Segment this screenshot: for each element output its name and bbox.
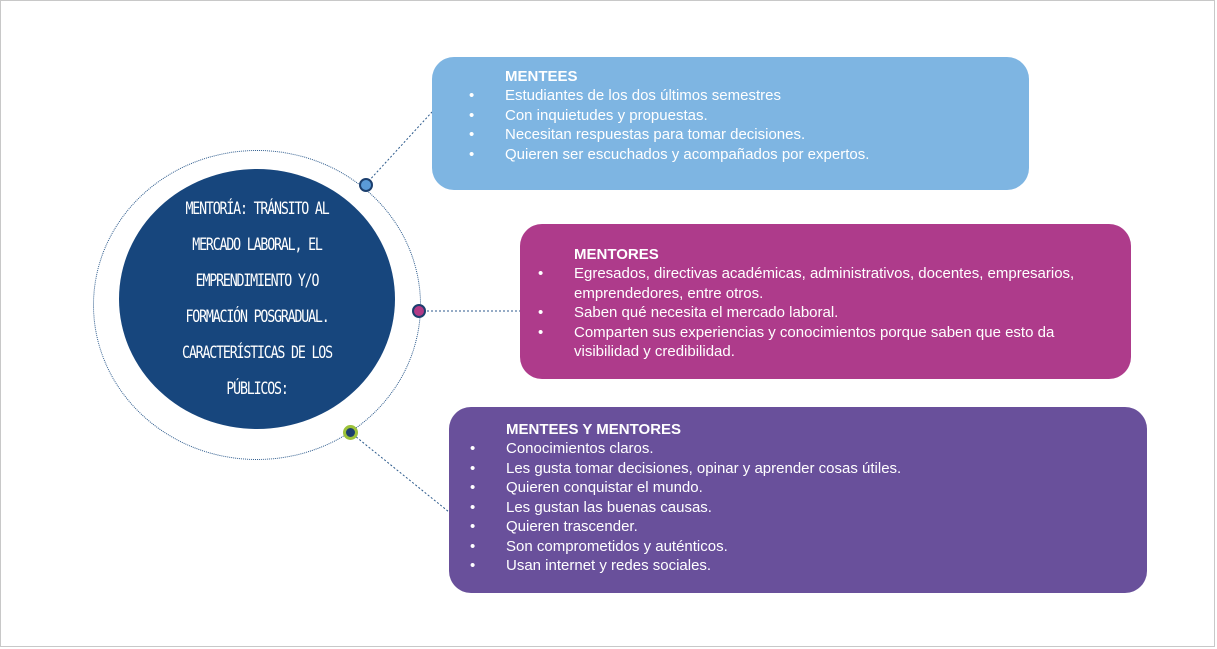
list-item: Saben qué necesita el mercado laboral. xyxy=(538,303,1114,323)
list-item: Usan internet y redes sociales. xyxy=(470,556,1147,576)
list-item: Son comprometidos y auténticos. xyxy=(470,537,1147,557)
list-item: Conocimientos claros. xyxy=(470,439,1147,459)
list-item: Egresados, directivas académicas, admini… xyxy=(538,264,1114,303)
mentees-y-mentores-box: MENTEES Y MENTORES Conocimientos claros.… xyxy=(449,407,1147,593)
list-item: Les gustan las buenas causas. xyxy=(470,498,1147,518)
connector-ambos xyxy=(349,431,450,513)
mentees-list: Estudiantes de los dos últimos semestres… xyxy=(469,86,1029,165)
center-title: Mentoría: tránsito al mercado laboral, e… xyxy=(182,199,333,399)
list-item: Estudiantes de los dos últimos semestres xyxy=(469,86,1029,106)
mentores-list: Egresados, directivas académicas, admini… xyxy=(538,264,1114,362)
mentees-y-mentores-title: MENTEES Y MENTORES xyxy=(506,421,682,438)
list-item: Quieren conquistar el mundo. xyxy=(470,478,1147,498)
connector-mentees xyxy=(365,111,433,185)
center-circle: Mentoría: tránsito al mercado laboral, e… xyxy=(119,169,395,429)
connector-dot-mentees xyxy=(359,178,373,192)
mentees-box: MENTEES Estudiantes de los dos últimos s… xyxy=(432,57,1029,190)
list-item: Con inquietudes y propuestas. xyxy=(469,106,1029,126)
list-item: Les gusta tomar decisiones, opinar y apr… xyxy=(470,459,1147,479)
list-item: Quieren trascender. xyxy=(470,517,1147,537)
list-item: Comparten sus experiencias y conocimient… xyxy=(538,323,1114,362)
mentees-title: MENTEES xyxy=(505,68,578,85)
mentees-y-mentores-list: Conocimientos claros. Les gusta tomar de… xyxy=(470,439,1147,576)
mentores-title: MENTORES xyxy=(574,246,659,263)
list-item: Quieren ser escuchados y acompañados por… xyxy=(469,145,1029,165)
connector-dot-ambos xyxy=(343,425,358,440)
mentores-box: MENTORES Egresados, directivas académica… xyxy=(520,224,1131,379)
list-item: Necesitan respuestas para tomar decision… xyxy=(469,125,1029,145)
connector-dot-mentores xyxy=(412,304,426,318)
